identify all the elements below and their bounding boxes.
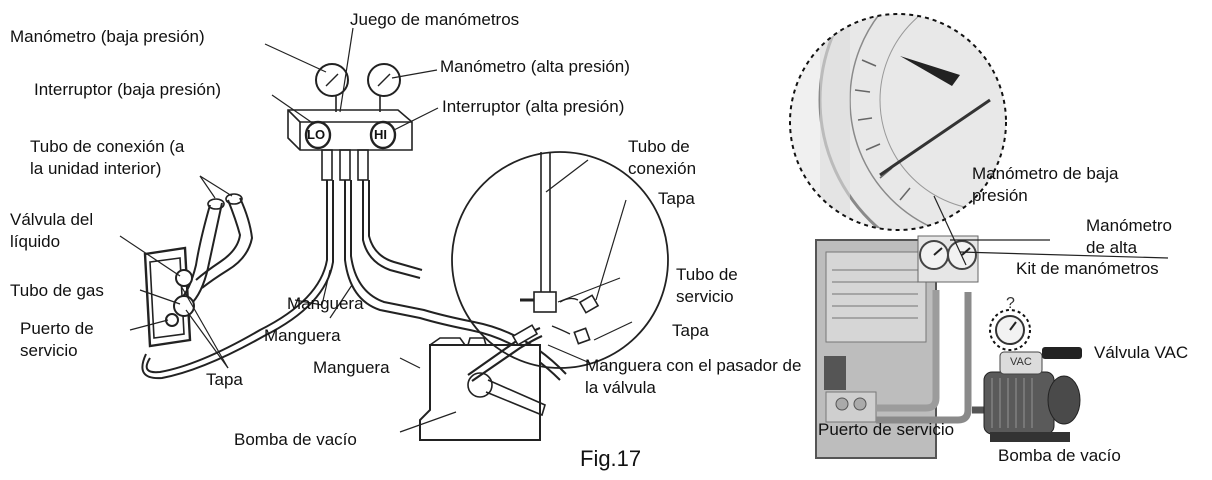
magnified-gauge: [789, 13, 1007, 231]
label-detail-tubo-conexion-1: Tubo de: [628, 137, 690, 156]
label-interruptor-alta: Interruptor (alta presión): [442, 97, 625, 116]
label-manguera-pasador-1: Manguera con el pasador de: [585, 356, 802, 375]
label-tubo-conexion-1: Tubo de conexión (a: [30, 137, 185, 156]
label-detail-tapa-2: Tapa: [672, 321, 709, 340]
cap-icon-2: [573, 327, 591, 345]
label-detail-tubo-servicio-2: servicio: [676, 287, 734, 306]
label-juego-manometros: Juego de manómetros: [350, 10, 520, 29]
pump-body: [983, 371, 1055, 435]
label-detail-tubo-servicio-1: Tubo de: [676, 265, 738, 284]
vac-badge: VAC: [1010, 356, 1032, 368]
label-r-manometro-baja-1: Manómetro de baja: [972, 164, 1119, 183]
label-bomba-left: Bomba de vacío: [234, 430, 357, 449]
lo-knob-label: LO: [307, 127, 326, 142]
liquid-valve-icon: [175, 269, 193, 287]
label-puerto-1: Puerto de: [20, 319, 94, 338]
hi-knob-label: HI: [374, 127, 387, 142]
label-manguera-3: Manguera: [313, 358, 390, 377]
manifold-hoses: [876, 290, 940, 412]
label-r-puerto: Puerto de servicio: [818, 420, 955, 439]
hose-low: [145, 180, 328, 374]
label-r-manometro-alta-1: Manómetro: [1086, 216, 1172, 235]
label-valvula-2: líquido: [10, 232, 61, 251]
label-tubo-gas: Tubo de gas: [10, 281, 104, 300]
label-detail-tapa-1: Tapa: [658, 189, 695, 208]
label-r-kit: Kit de manómetros: [1016, 259, 1159, 278]
label-manguera-1: Manguera: [287, 294, 364, 313]
service-valve-body: [533, 291, 557, 313]
svg-text:?: ?: [1006, 295, 1015, 312]
label-detail-tubo-conexion-2: conexión: [628, 159, 697, 178]
label-r-bomba: Bomba de vacío: [998, 446, 1121, 465]
label-r-manometro-baja-2: presión: [972, 186, 1028, 205]
label-r-manometro-alta-2: de alta: [1086, 238, 1138, 257]
label-manometro-alta: Manómetro (alta presión): [440, 57, 630, 76]
label-valvula-1: Válvula del: [10, 210, 94, 229]
lo-knob: [304, 120, 332, 150]
label-manometro-baja: Manómetro (baja presión): [10, 27, 205, 46]
figure-caption: Fig.17: [580, 446, 642, 471]
gas-valve-icon: [173, 295, 195, 317]
label-tubo-conexion-2: la unidad interior): [30, 159, 162, 178]
vac-valve: [999, 351, 1043, 375]
left-diagram: [119, 27, 567, 441]
hose-high: [362, 180, 421, 279]
detail-circle: [451, 151, 669, 382]
right-photo: ?: [789, 13, 1169, 459]
label-puerto-2: servicio: [20, 341, 78, 360]
label-r-valvula-vac: Válvula VAC: [1094, 343, 1189, 362]
hi-knob: [369, 120, 397, 150]
label-manguera-pasador-2: la válvula: [585, 378, 656, 397]
label-manguera-2: Manguera: [264, 326, 341, 345]
label-interruptor-baja: Interruptor (baja presión): [34, 80, 222, 99]
vacuum-pump-icon: [419, 344, 541, 441]
cap-icon: [578, 294, 600, 314]
label-tapa-left: Tapa: [206, 370, 243, 389]
